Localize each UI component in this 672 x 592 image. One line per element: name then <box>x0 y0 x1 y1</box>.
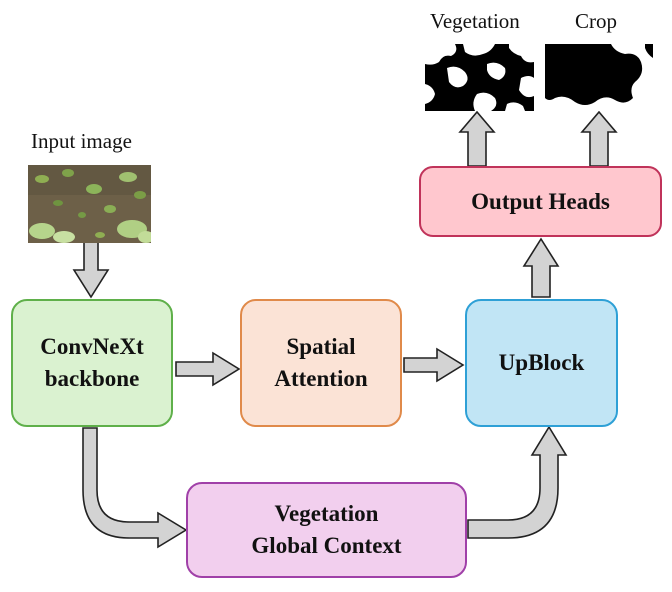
spatial-attention-line1: Spatial <box>286 334 356 359</box>
convnext-backbone-line1: ConvNeXt <box>40 334 144 359</box>
spatial-attention-line2: Attention <box>274 366 368 391</box>
global-context-line1: Vegetation <box>274 501 379 526</box>
output-heads-box: Output Heads <box>419 166 662 237</box>
output-heads-label: Output Heads <box>471 188 610 214</box>
arrow-heads-to-vegetation <box>458 110 496 167</box>
arrow-backbone-to-attention <box>175 351 241 387</box>
global-context-line2: Global Context <box>251 533 402 558</box>
arrow-input-to-backbone <box>72 240 110 299</box>
spatial-attention-box: Spatial Attention <box>240 299 402 427</box>
upblock-box: UpBlock <box>465 299 618 427</box>
arrow-upblock-to-heads <box>522 237 560 298</box>
crop-mask-thumbnail <box>545 44 653 111</box>
convnext-backbone-box: ConvNeXt backbone <box>11 299 173 427</box>
arrow-context-to-upblock <box>467 425 568 539</box>
crop-mask-label: Crop <box>575 9 617 33</box>
input-image-label: Input image <box>31 129 132 153</box>
convnext-backbone-line2: backbone <box>44 366 140 391</box>
global-context-box: Vegetation Global Context <box>186 482 467 578</box>
upblock-label: UpBlock <box>498 350 585 375</box>
arrow-heads-to-crop <box>580 110 618 167</box>
arrow-attention-to-upblock <box>403 347 465 383</box>
input-image-thumbnail <box>28 165 151 243</box>
vegetation-mask-label: Vegetation <box>430 9 520 33</box>
arrow-backbone-to-context <box>82 427 188 549</box>
vegetation-mask-thumbnail <box>425 44 534 111</box>
